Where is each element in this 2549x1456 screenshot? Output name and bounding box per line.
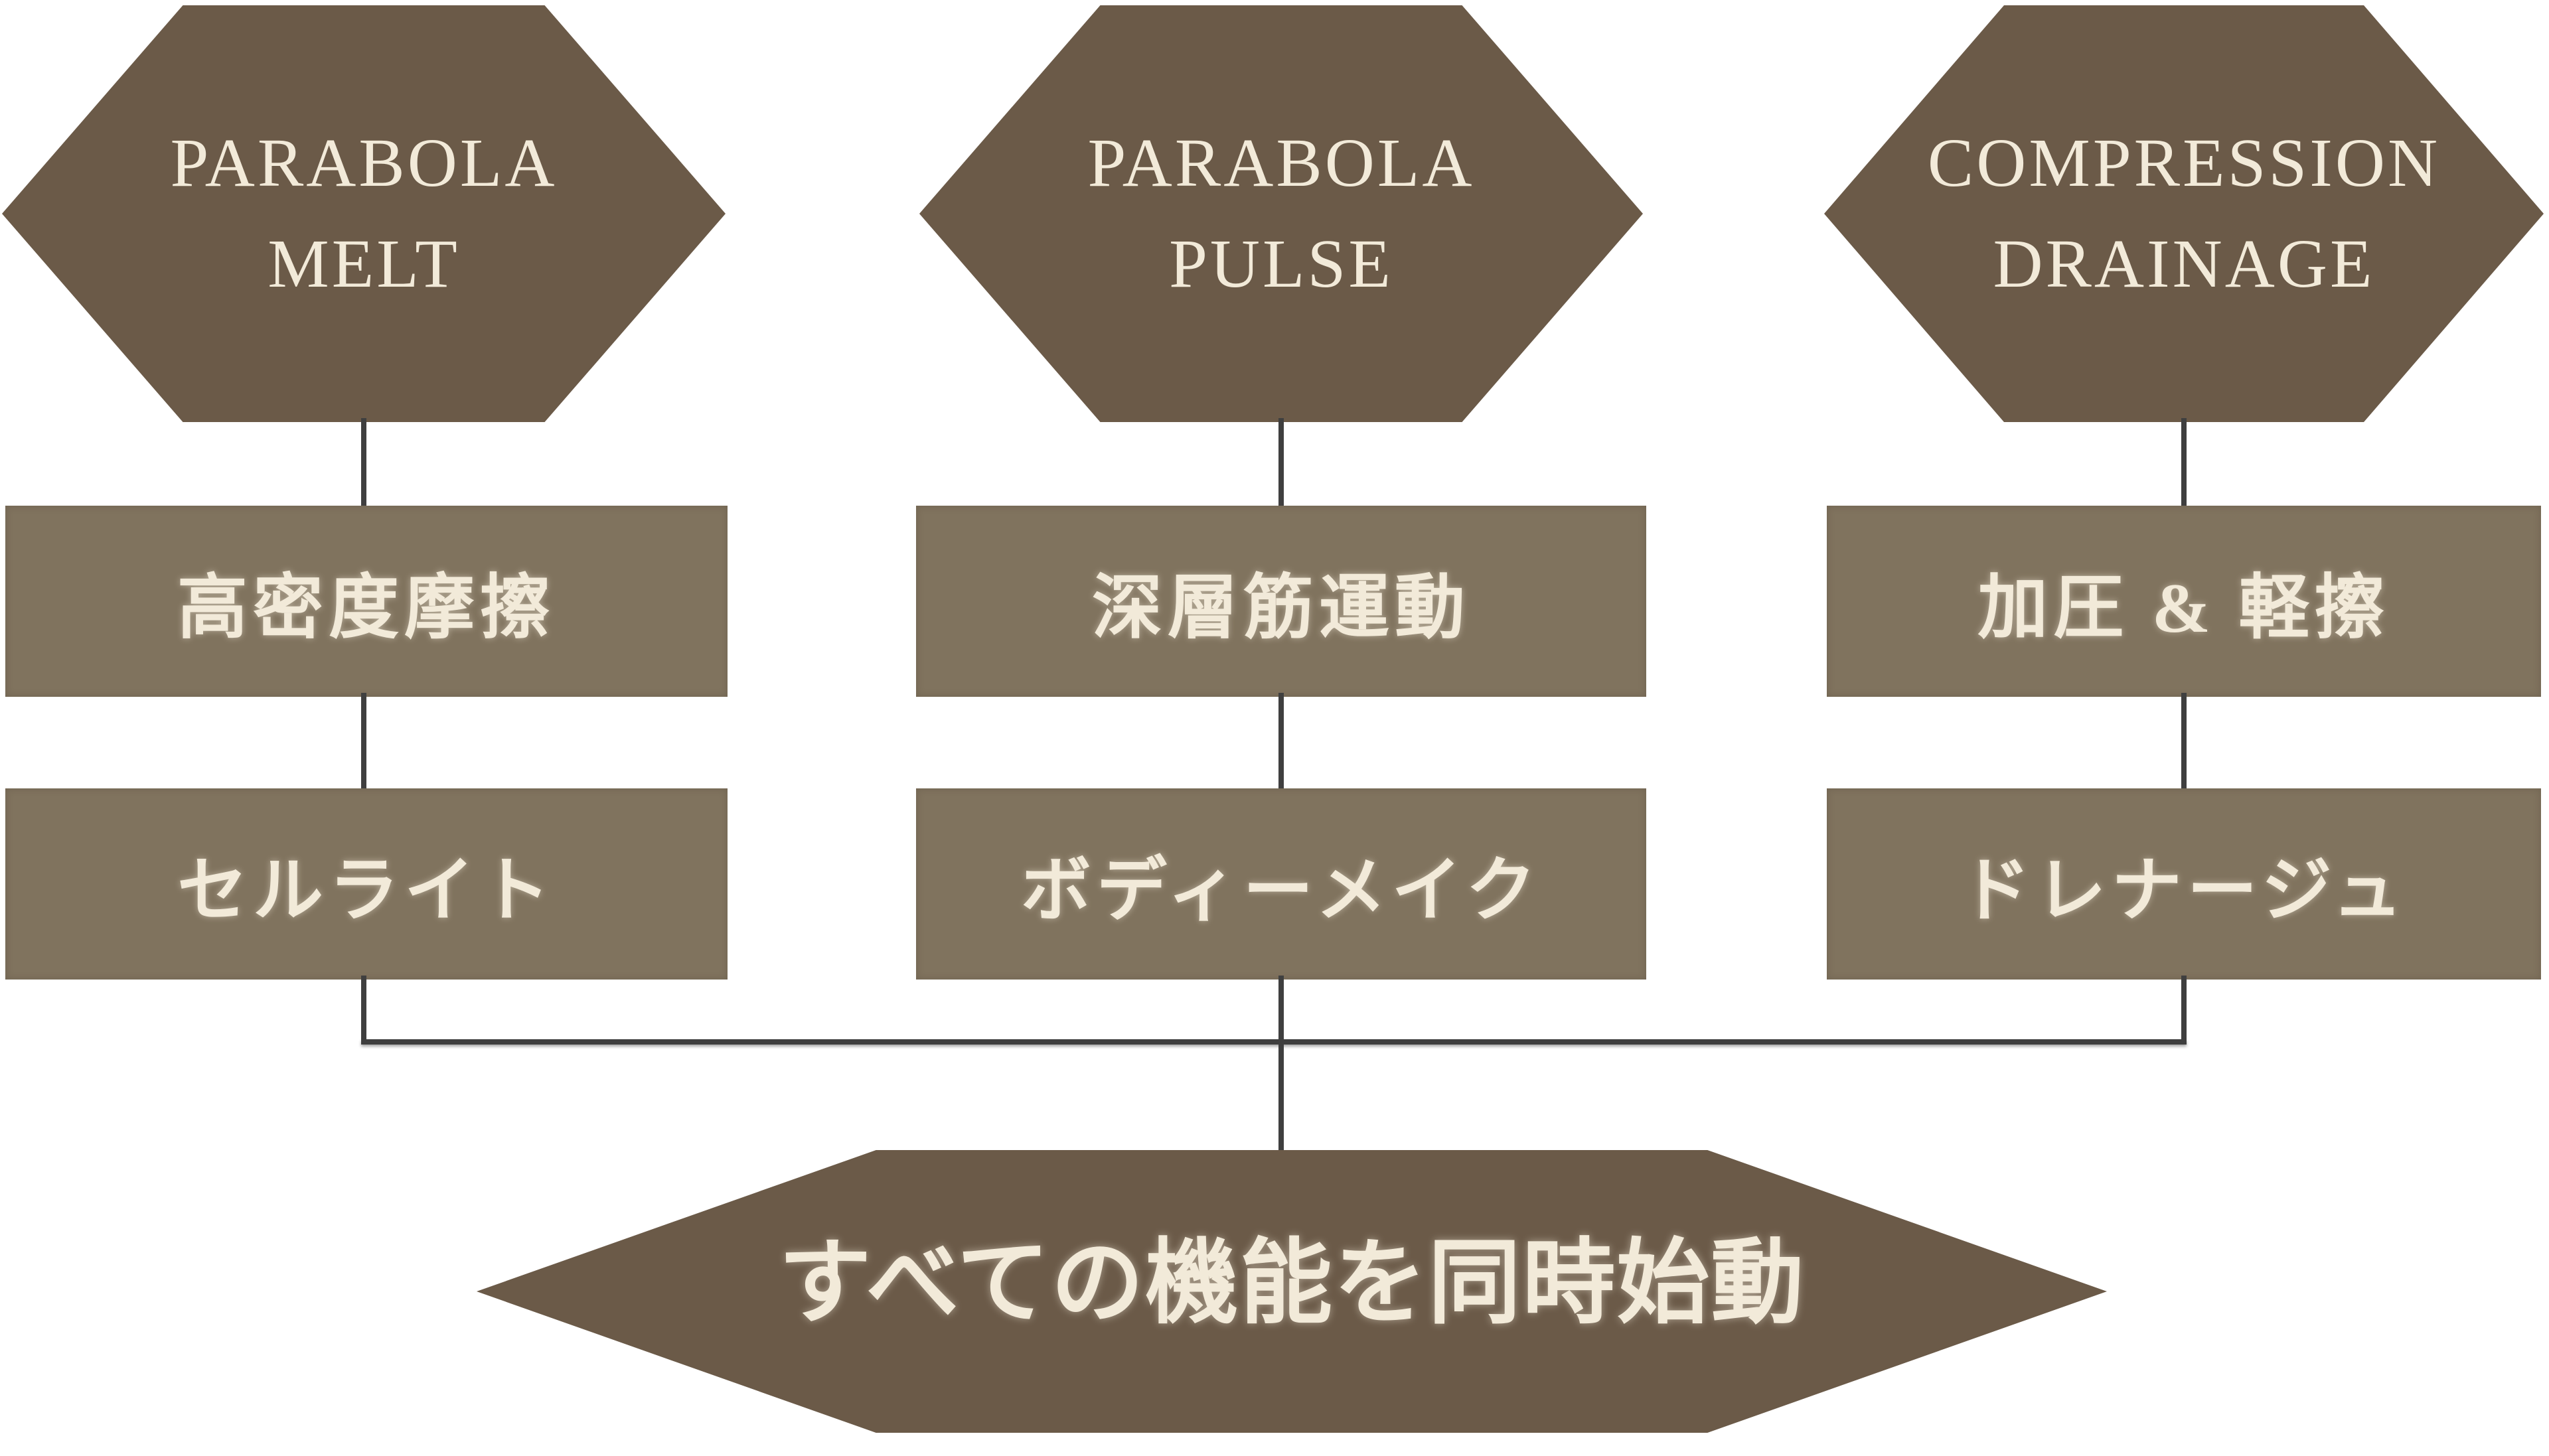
target-label: ボディーメイク [1020, 852, 1542, 930]
connector-bus-to-conclusion [1278, 1039, 1284, 1153]
function-label: 加圧 & 軽擦 [1977, 569, 2390, 647]
mode-name-line2: DRAINAGE [1993, 226, 2375, 302]
target-box-drainage: ドレナージュ [1827, 788, 2541, 980]
mode-name-line2: PULSE [1169, 226, 1393, 302]
mode-name-line1: COMPRESSION [1927, 125, 2441, 201]
merge-bus-line [361, 1039, 2187, 1045]
function-label: 深層筋運動 [1092, 569, 1470, 647]
connector-target-to-bus-pulse [1278, 976, 1284, 1045]
target-label: セルライト [177, 852, 556, 930]
connector-pulse-to-function [1278, 418, 1284, 511]
connector-function-to-target-melt [361, 693, 366, 792]
target-label: ドレナージュ [1960, 852, 2408, 930]
mode-hexagon-compression-drainage: COMPRESSION DRAINAGE [1824, 5, 2544, 422]
mode-hexagon-parabola-pulse: PARABOLA PULSE [919, 5, 1643, 422]
mode-name-line1: PARABOLA [170, 125, 558, 201]
mode-hexagon-parabola-melt: PARABOLA MELT [2, 5, 726, 422]
connector-target-to-bus-drainage [2181, 976, 2187, 1045]
target-box-melt: セルライト [5, 788, 728, 980]
connector-melt-to-function [361, 418, 366, 511]
mode-name-line1: PARABOLA [1087, 125, 1475, 201]
connector-target-to-bus-melt [361, 976, 366, 1045]
conclusion-hexagon: すべての機能を同時始動 [477, 1150, 2107, 1433]
mode-hexagon-label: COMPRESSION DRAINAGE [1928, 113, 2440, 315]
target-box-pulse: ボディーメイク [916, 788, 1646, 980]
mode-hexagon-label: PARABOLA PULSE [1088, 113, 1475, 315]
function-box-melt: 高密度摩擦 [5, 506, 728, 697]
connector-function-to-target-drainage [2181, 693, 2187, 792]
connector-drainage-to-function [2181, 418, 2187, 511]
connector-function-to-target-pulse [1278, 693, 1284, 792]
mode-hexagon-label: PARABOLA MELT [171, 113, 558, 315]
function-box-drainage: 加圧 & 軽擦 [1827, 506, 2541, 697]
function-box-pulse: 深層筋運動 [916, 506, 1646, 697]
conclusion-label: すべての機能を同時始動 [778, 1232, 1806, 1335]
mode-name-line2: MELT [268, 226, 460, 302]
function-label: 高密度摩擦 [177, 569, 556, 647]
